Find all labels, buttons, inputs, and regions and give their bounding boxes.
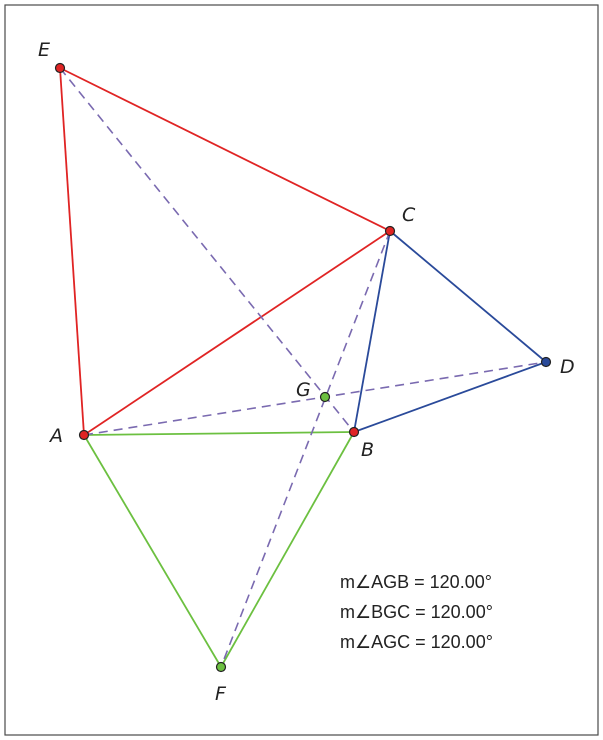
point-a[interactable] [78,429,90,441]
diagram-frame [4,4,599,736]
label-d: D [560,356,575,378]
point-g[interactable] [319,391,331,403]
segment-cd [389,230,547,363]
measurement-agb: m∠AGB = 120.00° [340,572,492,592]
segment-af [83,434,222,668]
label-g: G [296,379,311,401]
label-c: C [402,204,416,226]
label-e: E [38,39,50,61]
dashed-segment-eb [59,67,355,433]
point-b[interactable] [348,426,360,438]
dashed-segment-cf [220,230,391,668]
label-f: F [215,683,227,705]
segment-ac [83,230,391,436]
point-f[interactable] [215,661,227,673]
dashed-segment-ad [83,361,547,436]
label-a: A [48,425,63,447]
point-c[interactable] [384,225,396,237]
point-d[interactable] [540,356,552,368]
measurement-agc: m∠AGC = 120.00° [340,632,493,652]
segment-ab [83,431,355,436]
segment-ec [59,67,391,232]
point-e[interactable] [54,62,66,74]
segment-ae [59,67,85,436]
label-b: B [361,439,374,461]
segment-cb [353,230,391,433]
segment-db [353,361,547,433]
measurement-bgc: m∠BGC = 120.00° [340,602,493,622]
segment-bf [220,431,355,668]
